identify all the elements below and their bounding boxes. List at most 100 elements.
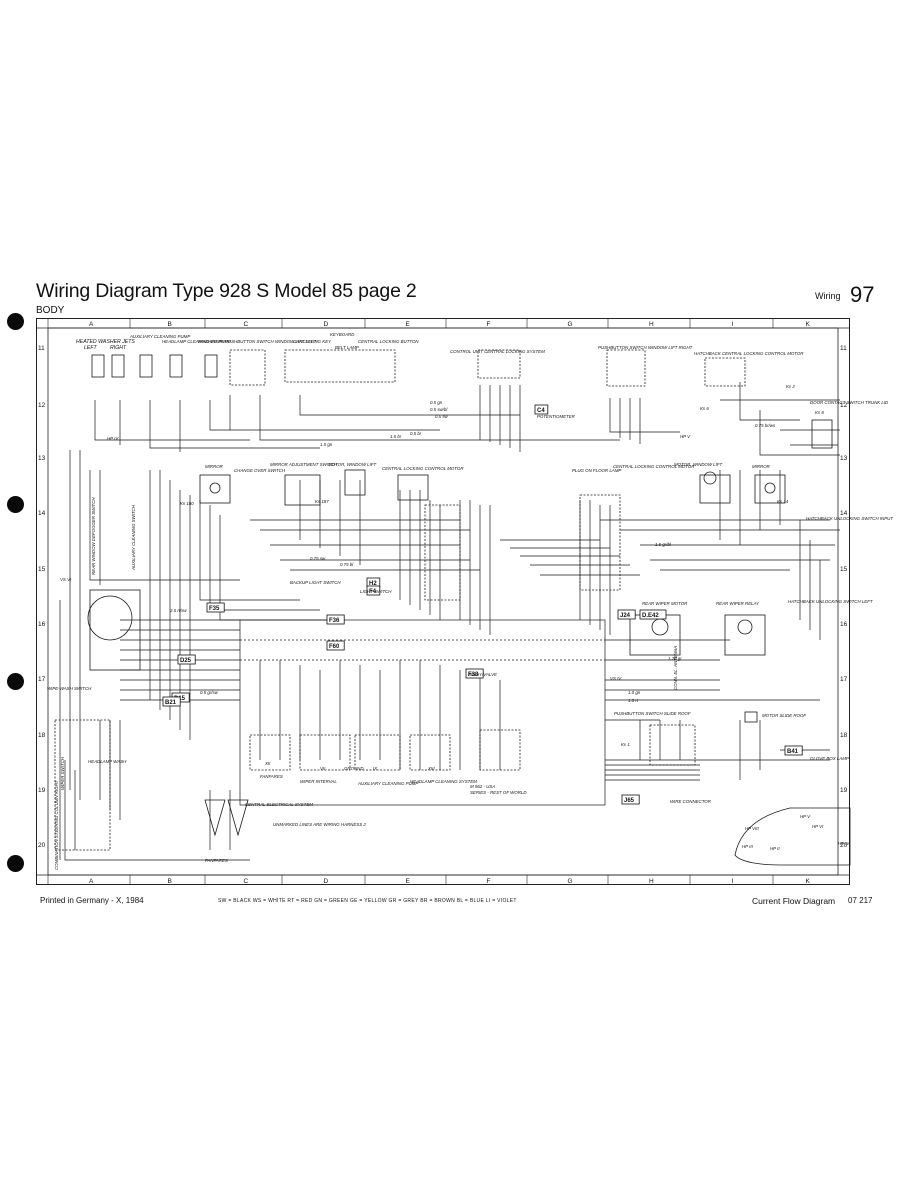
label-light-switch: LIGHT SWITCH <box>360 589 392 594</box>
label-rear-wiper-motor: REAR WIPER MOTOR <box>642 601 688 606</box>
row-label-left: 20 <box>38 842 46 849</box>
connector-label: F4 <box>369 589 377 595</box>
label-sunroof-switch: PUSHBUTTON SWITCH SLIDE ROOF <box>614 711 691 716</box>
row-label-right: 15 <box>840 566 848 573</box>
wire-gauge-label: 0.5 br <box>410 431 422 436</box>
car-view-point: HP V <box>800 814 811 819</box>
label-wire-connector: WIRE CONNECTOR <box>670 799 712 804</box>
row-label-left: 13 <box>38 455 46 462</box>
label-relay-valve: RELAY/VALVE <box>468 672 497 677</box>
connection-point-label: VS VI <box>60 577 72 582</box>
relay-number: XIII <box>427 766 435 771</box>
label-unmarked-lines: UNMARKED LINES ARE WIRING HARNESS 2 <box>273 822 366 827</box>
column-label-top: A <box>89 321 94 328</box>
column-label-bottom: I <box>732 878 734 885</box>
row-label-right: 19 <box>840 787 848 794</box>
row-label-right: 20 <box>840 842 848 849</box>
relay-number: IX <box>373 766 378 771</box>
connection-point-label: HP IV <box>107 436 119 441</box>
label-rear-defogger: REAR WINDOW DEFOGGER SWITCH <box>91 497 96 575</box>
label-plug-floor-lamp: PLUG ON FLOOR LAMP <box>572 468 621 473</box>
label-aux-pump: AUXILIARY CLEANING PUMP <box>129 334 190 339</box>
label-central-locking-motor: CENTRAL LOCKING CONTROL MOTOR <box>382 466 464 471</box>
wire-gauge-label: 1.5 gn <box>320 442 333 447</box>
label-rear-wiper-relay: REAR WIPER RELAY <box>716 601 760 606</box>
label-headlamp-cleaning: HEADLAMP CLEANING SYSTEM <box>410 779 477 784</box>
column-label-bottom: H <box>649 878 654 885</box>
label-ground: GROUND <box>344 766 364 771</box>
label-hatchback-left: HATCHBACK UNLOCKING SWITCH LEFT <box>788 599 873 604</box>
label-central-electrical: CENTRAL ELECTRICAL SYSTEM <box>245 802 313 807</box>
row-label-right: 16 <box>840 621 848 628</box>
label-change-over: CHANGE OVER SWITCH <box>234 468 286 473</box>
connector-label: B41 <box>787 749 799 755</box>
relay-number: XII <box>264 761 271 766</box>
wire-gauge-label: 1.0 rt <box>628 698 639 703</box>
column-label-bottom: G <box>568 878 573 885</box>
row-label-left: 12 <box>38 402 46 409</box>
label-left: LEFT <box>84 345 98 351</box>
label-combination-switch: COMBINATION STEERING COLUMN RIGHT <box>54 780 59 870</box>
column-label-top: G <box>568 321 573 328</box>
column-label-top: D <box>324 321 329 328</box>
label-window-lift-right: PUSHBUTTON SWITCH WINDOW LIFT RIGHT <box>598 345 693 350</box>
row-label-left: 11 <box>38 345 45 352</box>
row-label-right: 13 <box>840 455 848 462</box>
label-fanfares-relay: FANFARES <box>260 774 283 779</box>
diagram-type: Current Flow Diagram <box>752 896 836 906</box>
wire-gauge-label: 0.5 gr/sw <box>200 690 219 695</box>
connector-label: J65 <box>624 798 635 804</box>
connector-label: B21 <box>165 700 177 706</box>
wire-gauge-label: 0.75 sw <box>310 556 326 561</box>
column-label-bottom: A <box>89 878 94 885</box>
column-label-top: I <box>732 321 734 328</box>
page-number: 97 <box>850 282 875 307</box>
color-legend: SW = BLACK WS = WHITE RT = RED GN = GREE… <box>218 898 517 904</box>
label-antenna: CONN. EL. ANTENNA <box>673 646 678 690</box>
label-control-unit: CONTROL UNIT CENTRAL LOCKING SYSTEM <box>450 349 545 354</box>
connector-box <box>177 654 196 665</box>
label-wiper-switch: WIPER SWITCH <box>60 756 65 790</box>
row-label-right: 11 <box>840 345 847 352</box>
row-label-left: 19 <box>38 787 46 794</box>
label-washer-pump: WASHER PUMP <box>198 339 231 344</box>
relay-number: VII <box>320 766 326 771</box>
label-keyboard: KEYBOARD <box>330 332 355 337</box>
connection-point-label: Ks 6 <box>700 406 709 411</box>
label-motor-window-left: MOTOR, WINDOW LIFT <box>328 462 377 467</box>
label-potentiometer: POTENTIOMETER <box>537 414 576 419</box>
connector-label: C4 <box>537 408 545 414</box>
label-cancelling-key: CANCELLING KEY <box>293 339 332 344</box>
column-label-bottom: D <box>324 878 329 885</box>
page-code: 07 217 <box>848 896 873 905</box>
section-label: BODY <box>36 305 65 316</box>
column-label-bottom: B <box>168 878 172 885</box>
row-label-left: 14 <box>38 510 46 517</box>
connection-point-label: Ks 187 <box>315 499 329 504</box>
row-label-right: 18 <box>840 732 848 739</box>
connector-label: F36 <box>329 618 340 624</box>
connector-box <box>326 640 345 651</box>
column-label-top: H <box>649 321 654 328</box>
label-headlamp-wash: HEADLAMP WASH <box>88 759 127 764</box>
binder-hole <box>7 313 24 330</box>
row-label-right: 14 <box>840 510 848 517</box>
car-view-point: HP II <box>770 846 780 851</box>
label-aux-cleaning-relay: AUXILIARY CLEANING PUMP <box>357 781 418 786</box>
row-label-left: 15 <box>38 566 46 573</box>
wire-gauge-label: 1.5 br <box>390 434 402 439</box>
wire-gauge-label: 0.5 sw <box>435 414 449 419</box>
connector-box <box>621 794 640 805</box>
label-central-locking-button: CENTRAL LOCKING BUTTON <box>358 339 419 344</box>
wire-gauge-label: 0.5 sw/bl <box>430 407 448 412</box>
connector-box <box>366 585 381 596</box>
wire-gauge-label: 1.5 gr/bl <box>655 542 672 547</box>
row-label-left: 18 <box>38 732 46 739</box>
label-series: SERIES - REST OF WORLD <box>470 790 527 795</box>
connector-label: H2 <box>369 581 377 587</box>
connector-box <box>326 614 345 625</box>
label-aux-cleaning-switch: AUXILIARY CLEANING SWITCH <box>131 504 136 571</box>
binder-hole <box>7 673 24 690</box>
label-m962: M 962 - USA <box>470 784 495 789</box>
car-view-point: HP IV <box>838 841 850 846</box>
